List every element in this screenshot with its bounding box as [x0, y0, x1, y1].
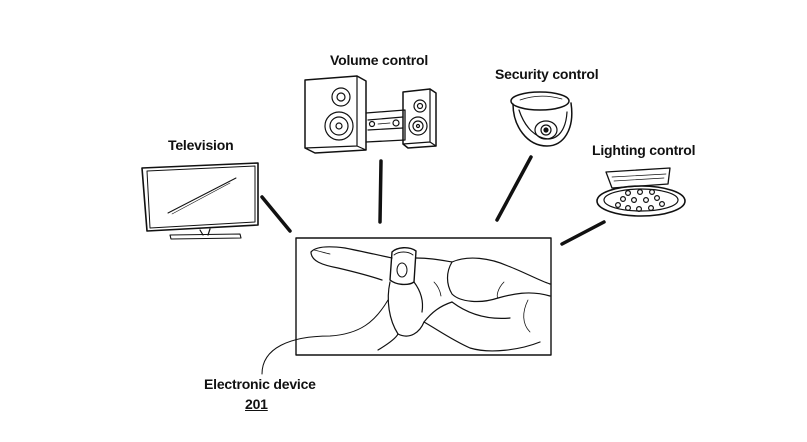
security-camera-icon — [511, 92, 572, 146]
label-lighting-control: Lighting control — [592, 142, 695, 158]
stereo-system-icon — [305, 76, 436, 153]
device-frame — [296, 238, 551, 355]
label-television: Television — [168, 137, 233, 153]
label-reference-numeral: 201 — [245, 396, 268, 412]
reference-leader-line — [262, 300, 388, 374]
hand-with-ring-icon — [311, 247, 550, 351]
label-electronic-device: Electronic device — [204, 376, 316, 392]
connector-volume — [380, 161, 381, 222]
connector-lighting — [562, 222, 604, 244]
label-security-control: Security control — [495, 66, 598, 82]
connector-security — [497, 157, 531, 220]
label-volume-control: Volume control — [330, 52, 428, 68]
connector-television — [262, 197, 290, 231]
recessed-light-icon — [597, 168, 685, 216]
television-icon — [142, 163, 258, 239]
